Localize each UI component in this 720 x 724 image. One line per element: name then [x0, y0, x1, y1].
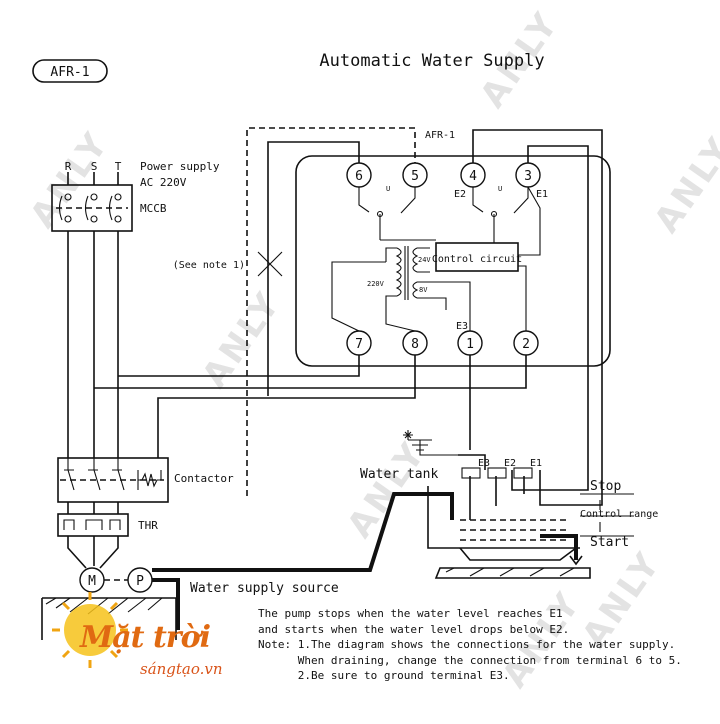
logo-sun-icon: [52, 592, 128, 668]
watermark-text: ANLY: [23, 124, 118, 235]
note-line: When draining, change the connection fro…: [258, 653, 682, 667]
svg-text:2: 2: [522, 337, 530, 352]
control-range-label: Control range: [580, 509, 658, 520]
terminal-2: 2: [513, 330, 539, 356]
terminal-6: 6: [346, 162, 372, 188]
svg-text:3: 3: [524, 169, 532, 184]
svg-text:6: 6: [355, 169, 363, 184]
phase-label-r: R: [65, 160, 72, 173]
mccb-breaker: [51, 184, 133, 232]
svg-text:1: 1: [466, 337, 474, 352]
external-wiring: [94, 127, 603, 506]
phase-wires: [67, 172, 119, 569]
note-line: 2.Be sure to ground terminal E3.: [258, 669, 510, 683]
svg-text:8: 8: [411, 337, 419, 352]
diagram-title: Automatic Water Supply: [319, 51, 544, 71]
control-circuit-box: [435, 242, 519, 272]
svg-text:U: U: [386, 185, 390, 193]
tank-electrode-e1: E1: [530, 458, 542, 469]
motor-icon: M: [79, 567, 105, 593]
afr-unit-frame: [295, 155, 611, 367]
svg-text:220V: 220V: [367, 280, 385, 288]
water-tank: [427, 467, 634, 579]
tank-electrode-e2: E2: [504, 458, 516, 469]
transformer: 24V 220V 8V: [367, 246, 450, 310]
terminal-e1-label: E1: [536, 189, 548, 200]
phase-label-s: S: [91, 160, 98, 173]
power-voltage-label: AC 220V: [140, 176, 187, 189]
logo-text: Mặt trời: [80, 620, 211, 655]
relay-contact-left: U: [358, 185, 416, 240]
svg-text:7: 7: [355, 337, 363, 352]
note-line: The pump stops when the water level reac…: [258, 607, 563, 620]
svg-text:24V: 24V: [418, 256, 431, 264]
see-note-label: (See note 1): [173, 260, 245, 271]
svg-text:8V: 8V: [419, 286, 428, 294]
svg-text:4: 4: [469, 169, 477, 184]
terminal-7: 7: [346, 330, 372, 356]
stop-level-label: Stop: [590, 479, 621, 494]
thr-label: THR: [138, 519, 158, 532]
terminal-4: 4: [460, 162, 486, 188]
thermal-relay: [57, 513, 129, 537]
terminal-8: 8: [402, 330, 428, 356]
pump-label: P: [136, 574, 144, 589]
phase-label-t: T: [115, 160, 122, 173]
internal-wiring: [331, 186, 541, 332]
control-circuit-label: Control circuit: [432, 254, 522, 265]
note-line: and starts when the water level drops be…: [258, 622, 570, 636]
contactor-label: Contactor: [174, 472, 234, 485]
relay-contact-right: U: [472, 185, 529, 240]
watermarks: ANLY ANLY ANLY ANLY ANLY ANLY ANLY: [23, 4, 720, 695]
water-tank-label: Water tank: [360, 467, 438, 482]
terminal-5: 5: [402, 162, 428, 188]
contactor-block: [57, 457, 169, 503]
mccb-label: MCCB: [140, 202, 167, 215]
pump-icon: P: [127, 567, 153, 593]
start-level-label: Start: [590, 535, 629, 550]
watermark-text: ANLY: [647, 129, 720, 240]
notes-block: The pump stops when the water level reac…: [258, 606, 698, 684]
note-line: Note: 1.The diagram shows the connection…: [258, 638, 676, 652]
unit-label: AFR-1: [425, 130, 455, 141]
tank-electrode-e3: E3: [478, 458, 490, 469]
supply-pipe: [152, 492, 454, 572]
svg-text:U: U: [498, 185, 502, 193]
ground-icon: [403, 430, 458, 456]
terminal-3: 3: [515, 162, 541, 188]
suction-pipe: [152, 578, 180, 630]
power-supply-label: Power supply: [140, 160, 220, 173]
terminal-e2-label: E2: [454, 189, 466, 200]
terminal-e3-label: E3: [456, 321, 468, 332]
model-badge-frame: [32, 59, 108, 83]
watermark-text: ANLY: [195, 284, 290, 395]
water-source-label: Water supply source: [190, 581, 339, 596]
motor-label: M: [88, 574, 96, 589]
model-badge: AFR-1: [50, 65, 89, 80]
svg-text:5: 5: [411, 169, 419, 184]
logo-subtext: sángtạo.vn: [140, 660, 223, 678]
terminal-1: 1: [457, 330, 483, 356]
